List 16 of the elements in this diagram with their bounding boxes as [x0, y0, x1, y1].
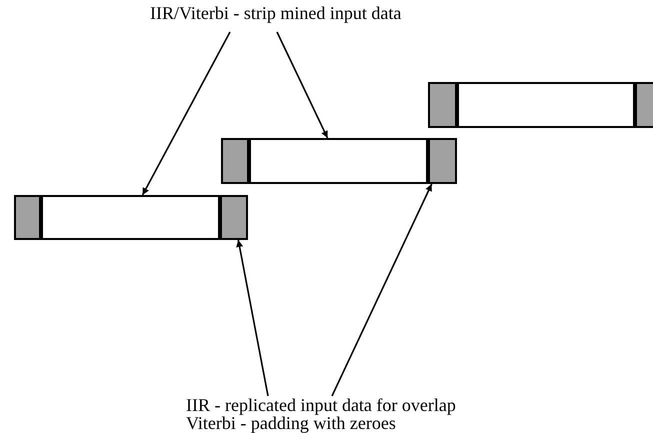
padding-block — [635, 82, 653, 128]
padding-block — [220, 195, 248, 240]
padding-block — [428, 138, 457, 184]
arrow — [276, 32, 328, 138]
data-block — [41, 195, 220, 240]
annotation-text: IIR - replicated input data for overlap — [186, 396, 456, 414]
annotation-text: IIR/Viterbi - strip mined input data — [150, 4, 402, 22]
padding-block — [221, 138, 249, 184]
arrow — [142, 32, 231, 196]
data-block — [249, 138, 428, 184]
data-block — [457, 82, 635, 128]
arrow — [331, 184, 432, 396]
arrow — [236, 240, 269, 396]
padding-block — [428, 82, 457, 128]
annotation-text: Viterbi - padding with zeroes — [186, 414, 396, 432]
padding-block — [14, 195, 41, 240]
